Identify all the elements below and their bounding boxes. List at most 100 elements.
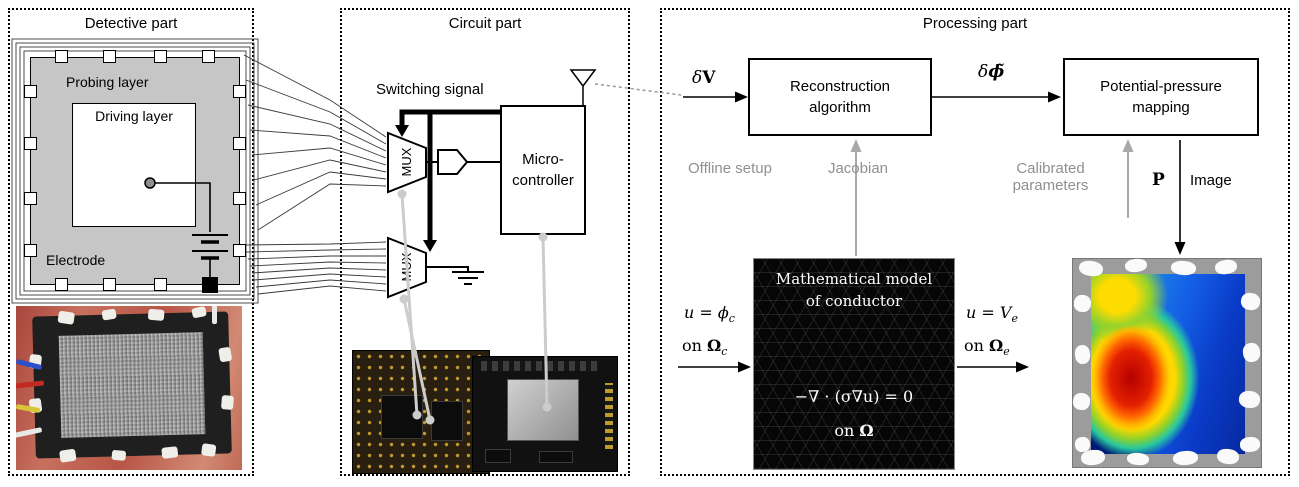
arrow-right-boundary [957, 361, 1029, 373]
electrode-pad [24, 137, 37, 150]
electrode-marker [1073, 294, 1092, 313]
electrode-marker [1071, 391, 1092, 412]
tape-marker [220, 395, 235, 410]
electrode-pad [154, 50, 167, 63]
model-equation: −∇ · (σ∇u) = 0 [794, 387, 914, 406]
processing-panel-title: Processing part [922, 15, 1028, 32]
electrode-marker [1126, 452, 1150, 466]
electrode-marker [1239, 436, 1261, 453]
switching-signal-label: Switching signal [376, 81, 484, 98]
tape-marker [161, 446, 179, 459]
electrode-pad-active [202, 277, 218, 293]
right-bc-domain: on Ωe [964, 336, 1010, 359]
arrow-delta-phi [932, 91, 1061, 103]
sensor-to-mux-wires [243, 54, 387, 295]
switching-signal-lines [395, 109, 500, 252]
electrode-pad [24, 244, 37, 257]
electrode-pad [103, 278, 116, 291]
tape-marker [57, 310, 76, 325]
tape-marker [101, 308, 117, 321]
calibrated-parameters-label: Calibrated parameters [1012, 160, 1089, 194]
mapping-label-line2: mapping [1132, 99, 1190, 116]
pressure-heatmap [1091, 274, 1245, 454]
chip [539, 451, 573, 463]
pcb-photo-2 [472, 356, 618, 472]
delta-v-label: δV [692, 68, 716, 88]
tape-marker [111, 449, 127, 461]
detective-panel: Detective part [8, 8, 254, 476]
reconstruction-label-line1: Reconstruction [789, 78, 891, 95]
pressure-vector-label: P [1152, 170, 1165, 190]
electrode-pad [55, 50, 68, 63]
electrode-pad [55, 278, 68, 291]
image-label: Image [1190, 172, 1232, 189]
mux1-shape [387, 131, 427, 194]
tape-marker [191, 306, 207, 319]
wire-white [212, 306, 217, 324]
electrode-routing-wires [11, 38, 259, 304]
mux2-label: MUX [399, 252, 414, 282]
probing-layer-label: Probing layer [66, 74, 149, 90]
processing-panel: Processing part [660, 8, 1290, 476]
electrode-pad [233, 192, 246, 205]
tape-marker [218, 346, 233, 363]
electrode-pad [233, 85, 246, 98]
reconstruction-box: Reconstruction algorithm [748, 58, 932, 136]
electrode-pad [233, 137, 246, 150]
chip [381, 395, 423, 439]
detective-panel-title: Detective part [84, 15, 178, 32]
mux1-label: MUX [399, 147, 414, 177]
component-row [481, 361, 599, 371]
driving-layer-square [72, 103, 196, 227]
electrode-pad [103, 50, 116, 63]
arrow-image-output [1174, 140, 1186, 255]
reconstruction-label-line2: algorithm [809, 99, 871, 116]
pcb-photo-1 [352, 350, 490, 474]
arrow-calibrated-parameters [1122, 139, 1134, 218]
right-bc-equation: u = Ve [966, 303, 1018, 326]
mapping-label-line1: Potential-pressure [1100, 78, 1222, 95]
tape-marker [201, 443, 217, 457]
mathematical-model-box: Mathematical model of conductor −∇ · (σ∇… [753, 258, 955, 470]
electrode-marker [1172, 450, 1199, 466]
driving-layer-label: Driving layer [95, 108, 173, 124]
arrow-left-boundary [678, 361, 751, 373]
electrode-marker [1124, 257, 1148, 274]
microcontroller-label-line1: Micro- [522, 151, 564, 168]
electrode-pad [154, 278, 167, 291]
connector-pins [605, 383, 613, 449]
buffer-icon [426, 149, 500, 175]
tape-marker [59, 448, 77, 463]
chip [431, 401, 463, 441]
left-bc-equation: u = ϕc [684, 303, 735, 326]
microcontroller-label-line2: controller [512, 172, 574, 189]
jacobian-label: Jacobian [827, 160, 889, 177]
sensor-fabric [28, 306, 235, 463]
model-domain: on Ω [834, 421, 874, 440]
wireless-link-line [594, 83, 682, 96]
antenna-icon [569, 69, 597, 105]
tape-marker [147, 308, 165, 321]
electrode-marker [1214, 258, 1238, 276]
left-bc-domain: on Ωc [682, 336, 728, 359]
electrode-pad [202, 50, 215, 63]
microcontroller-box: Micro- controller [500, 105, 586, 235]
sensor-mesh [58, 332, 206, 438]
electrode-marker [1238, 390, 1261, 409]
pressure-image [1071, 257, 1262, 468]
model-title: Mathematical model of conductor [775, 270, 933, 310]
offline-setup-label: Offline setup [688, 160, 772, 177]
electrode-marker [1241, 342, 1262, 363]
delta-phi-label: δϕ̃ [978, 62, 1005, 82]
electrode-pad [233, 244, 246, 257]
circuit-panel: Circuit part [340, 8, 630, 476]
sensor-photo [16, 306, 242, 470]
arrow-jacobian [850, 139, 862, 256]
circuit-panel-title: Circuit part [448, 15, 522, 32]
electrode-pad [24, 85, 37, 98]
electrode-marker [1074, 344, 1091, 365]
ground-icon-circuit [426, 266, 484, 285]
